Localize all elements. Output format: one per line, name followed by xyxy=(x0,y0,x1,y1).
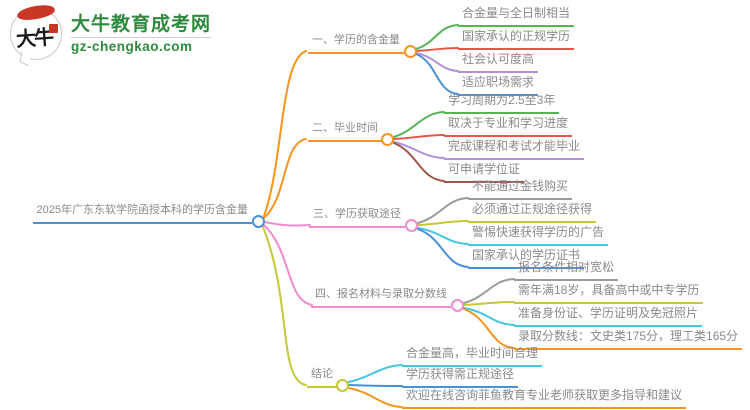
connector-line xyxy=(417,197,469,224)
leaf-node[interactable]: 可申请学位证 xyxy=(444,161,525,183)
branch-node-enrollment[interactable]: 四、报名材料与录取分数线 xyxy=(311,286,451,308)
leaf-node[interactable]: 准备身份证、学历证明及免冠照片 xyxy=(514,305,703,327)
connector-line xyxy=(463,307,515,326)
leaf-node[interactable]: 需年满18岁，具备高中或中专学历 xyxy=(514,282,704,304)
connector-line xyxy=(393,142,445,182)
leaf-node[interactable]: 学历获得需正规途径 xyxy=(402,366,519,388)
connector-line xyxy=(263,138,307,219)
branch-circle[interactable] xyxy=(405,219,418,232)
leaf-node[interactable]: 社会认可度高 xyxy=(458,51,539,73)
leaf-node[interactable]: 取决于专业和学习进度 xyxy=(444,115,573,137)
connector-line xyxy=(463,308,515,349)
leaf-node[interactable]: 适应职场需求 xyxy=(458,74,539,96)
connector-line xyxy=(415,47,459,52)
connector-line xyxy=(263,224,313,306)
leaf-node[interactable]: 国家承认的学历证书 xyxy=(468,247,585,269)
branch-circle[interactable] xyxy=(336,379,349,392)
connector-line xyxy=(415,24,459,50)
connector-line xyxy=(463,278,515,304)
branch-node-obtain-channels[interactable]: 三、学历获取途径 xyxy=(309,206,405,228)
branch-circle[interactable] xyxy=(451,299,464,312)
branch-node-degree-value[interactable]: 一、学历的含金量 xyxy=(308,32,404,54)
leaf-node[interactable]: 录取分数线：文史类175分，理工类165分 xyxy=(514,328,743,350)
leaf-node[interactable]: 不能通过金钱购买 xyxy=(468,178,573,200)
connector-line xyxy=(415,52,459,72)
brand-logo: 大牛 大牛教育成考网 gz-chengkao.com xyxy=(10,2,212,67)
leaf-node[interactable]: 警惕快速获得学历的广告 xyxy=(468,224,609,246)
connector-line xyxy=(415,53,459,95)
root-node-circle[interactable] xyxy=(252,215,265,228)
connector-line xyxy=(393,134,445,140)
connector-line xyxy=(262,226,307,386)
connector-line xyxy=(417,228,469,268)
root-node[interactable]: 2025年广东东软学院函授本科的学历含金量 xyxy=(32,202,252,224)
connector-line xyxy=(348,364,403,383)
leaf-node[interactable]: 国家承认的正规学历 xyxy=(458,28,575,50)
leaf-node[interactable]: 学习周期为2.5至3年 xyxy=(444,92,560,114)
connector-line xyxy=(348,387,403,408)
connector-line xyxy=(348,384,403,387)
connector-line xyxy=(463,301,515,306)
connector-line xyxy=(393,111,445,138)
logo-seal-icon xyxy=(49,24,58,33)
leaf-node[interactable]: 合金量高，毕业时间合理 xyxy=(402,345,543,367)
connector-line xyxy=(393,141,445,159)
logo-icon-text: 大牛 xyxy=(15,26,53,52)
leaf-node[interactable]: 欢迎在线咨询菲鱼教育专业老师获取更多指导和建议 xyxy=(402,387,687,409)
branch-node-graduation-time[interactable]: 二、毕业时间 xyxy=(308,120,382,142)
connector-line xyxy=(417,220,469,226)
brand-name: 大牛教育成考网 xyxy=(71,14,212,35)
branch-circle[interactable] xyxy=(381,133,394,146)
brand-text-block: 大牛教育成考网 gz-chengkao.com xyxy=(71,14,212,54)
connector-line xyxy=(417,227,469,245)
connector-line xyxy=(264,221,311,227)
leaf-node[interactable]: 合金量与全日制相当 xyxy=(458,5,575,27)
brand-url: gz-chengkao.com xyxy=(71,37,212,54)
leaf-node[interactable]: 必须通过正规途径获得 xyxy=(468,201,597,223)
branch-circle[interactable] xyxy=(404,45,417,58)
connector-line xyxy=(263,50,307,217)
leaf-node[interactable]: 完成课程和考试才能毕业 xyxy=(444,138,585,160)
brand-logo-icon: 大牛 xyxy=(10,2,62,67)
branch-node-conclusion[interactable]: 结论 xyxy=(307,366,337,388)
leaf-node[interactable]: 报名条件相对宽松 xyxy=(514,259,619,281)
